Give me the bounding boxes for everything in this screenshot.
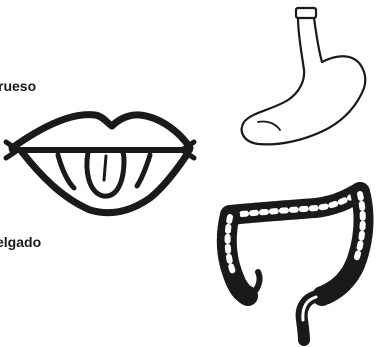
cecum-tail [250,272,260,296]
